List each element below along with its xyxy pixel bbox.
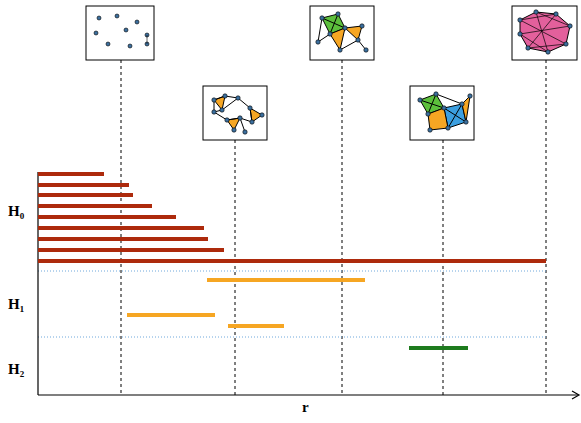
complex-insets [86, 6, 577, 140]
h0-bars [38, 174, 546, 261]
axis-label: r [302, 399, 309, 416]
h1-label: H₁ [8, 296, 24, 313]
h1-bars [127, 280, 365, 326]
h2-label: H₂ [8, 361, 24, 378]
h0-label: H₀ [8, 203, 24, 220]
axes [38, 172, 579, 399]
group-dividers [38, 271, 546, 337]
h2-bar [409, 346, 468, 350]
